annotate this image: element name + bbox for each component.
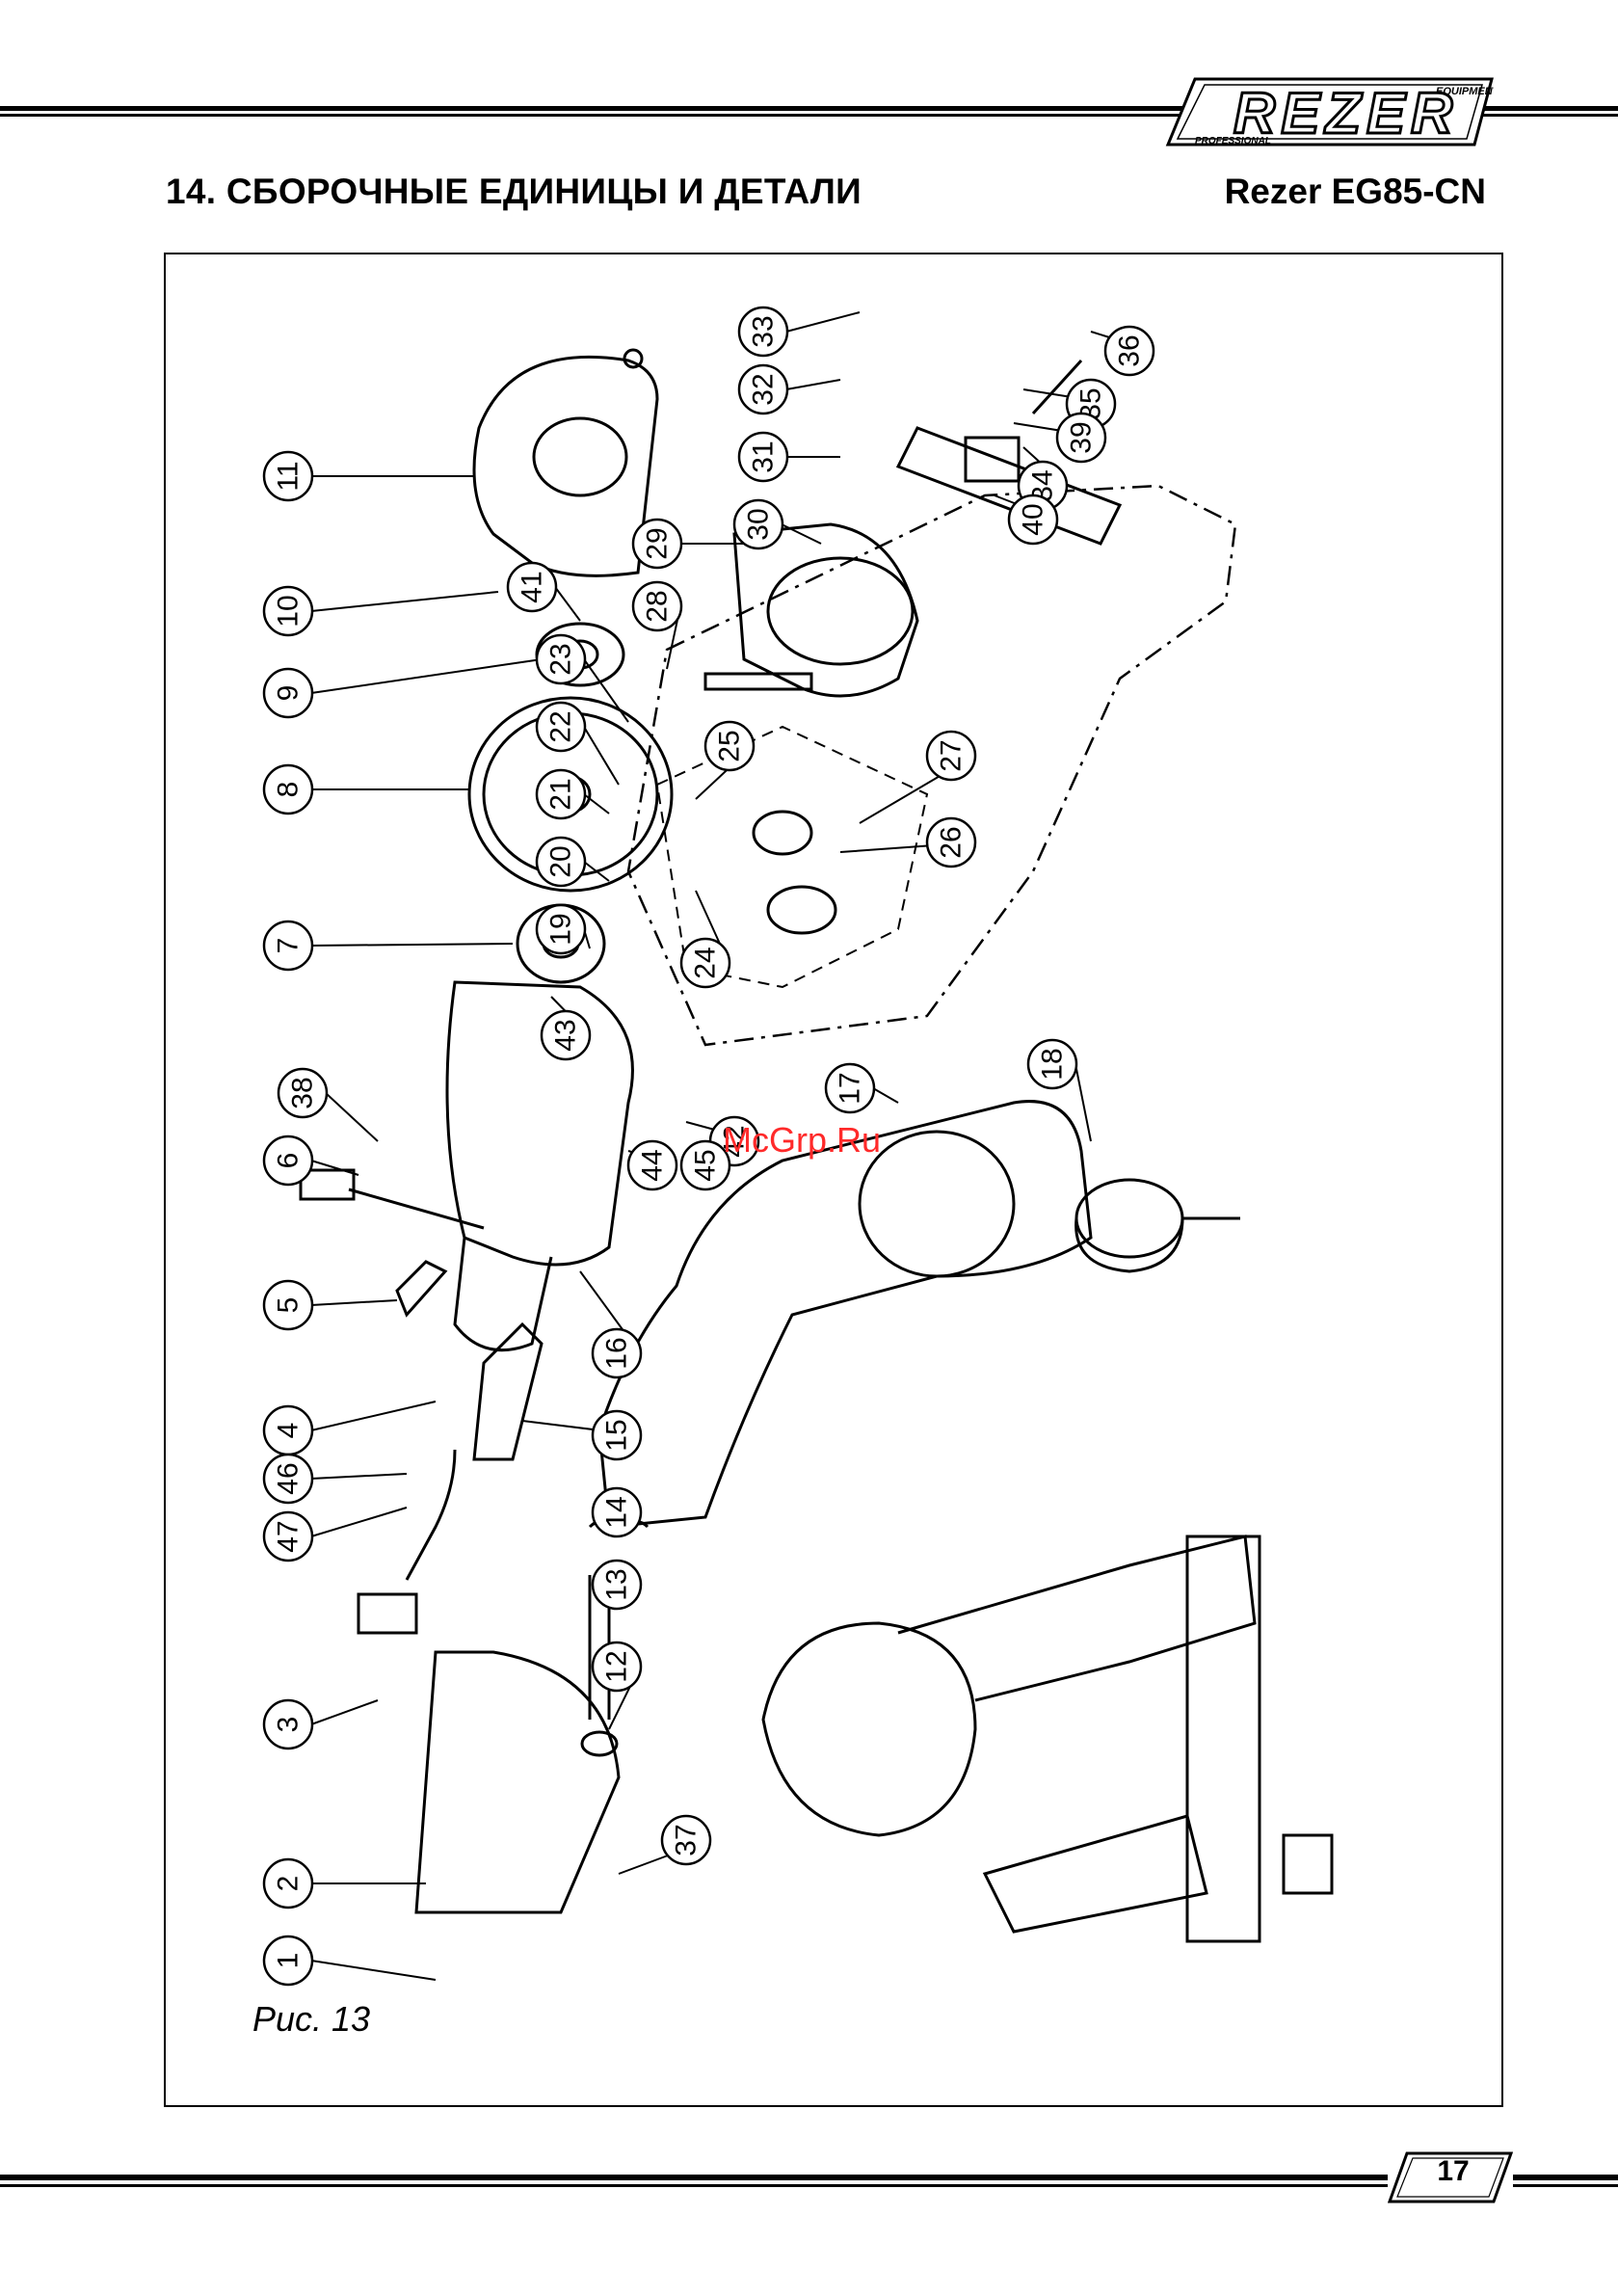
leader-line-4 — [311, 1402, 436, 1430]
part-number-46: 46 — [273, 1462, 305, 1494]
part-number-33: 33 — [748, 315, 780, 347]
part-number-20: 20 — [545, 845, 577, 877]
part-number-31: 31 — [748, 441, 780, 472]
leader-line-17 — [873, 1088, 898, 1103]
leader-line-5 — [311, 1300, 397, 1305]
page-number: 17 — [1424, 2155, 1482, 2188]
part-number-24: 24 — [690, 947, 722, 978]
leader-line-1 — [311, 1961, 436, 1980]
part-number-36: 36 — [1114, 334, 1146, 366]
part-number-21: 21 — [545, 778, 577, 810]
part-number-43: 43 — [550, 1019, 582, 1051]
exploded-diagram-frame: 1234567891011121314151617181920212223242… — [164, 253, 1503, 2107]
leader-line-18 — [1075, 1064, 1091, 1141]
leader-line-10 — [311, 592, 498, 611]
part-number-7: 7 — [273, 938, 305, 954]
part-number-47: 47 — [273, 1520, 305, 1552]
part-number-32: 32 — [748, 373, 780, 405]
leader-line-9 — [311, 659, 542, 693]
part-number-3: 3 — [273, 1717, 305, 1733]
part-number-9: 9 — [273, 685, 305, 702]
logo-bottom-text: PROFESSIONAL — [1195, 136, 1271, 147]
part-number-22: 22 — [545, 710, 577, 742]
part-number-25: 25 — [714, 730, 746, 761]
part-number-2: 2 — [273, 1876, 305, 1892]
model-name: Rezer EG85-CN — [1225, 172, 1486, 212]
bottom-rule — [0, 2175, 1618, 2190]
part-number-12: 12 — [601, 1650, 633, 1682]
part-number-18: 18 — [1037, 1048, 1069, 1080]
part-number-38: 38 — [287, 1077, 319, 1108]
leader-line-3 — [311, 1700, 378, 1724]
page-header: 14. СБОРОЧНЫЕ ЕДИНИЦЫ И ДЕТАЛИ Rezer EG8… — [166, 172, 1486, 220]
leader-line-46 — [311, 1474, 407, 1479]
part-number-6: 6 — [273, 1153, 305, 1169]
part-number-5: 5 — [273, 1297, 305, 1314]
part-number-44: 44 — [637, 1149, 669, 1181]
part-number-26: 26 — [936, 826, 968, 858]
part-number-11: 11 — [273, 461, 305, 491]
part-number-30: 30 — [743, 508, 775, 540]
leader-line-22 — [584, 727, 619, 785]
part-number-8: 8 — [273, 782, 305, 798]
part-number-37: 37 — [671, 1824, 703, 1855]
leader-line-7 — [311, 944, 513, 946]
part-number-28: 28 — [642, 590, 674, 622]
leader-line-33 — [786, 312, 860, 332]
part-number-39: 39 — [1066, 421, 1098, 453]
part-number-45: 45 — [690, 1149, 722, 1181]
watermark: McGrp.Ru — [723, 1120, 881, 1161]
part-number-27: 27 — [936, 739, 968, 771]
exploded-parts-diagram: 1234567891011121314151617181920212223242… — [166, 254, 1501, 2105]
part-number-19: 19 — [545, 913, 577, 945]
part-number-4: 4 — [273, 1423, 305, 1439]
section-title: 14. СБОРОЧНЫЕ ЕДИНИЦЫ И ДЕТАЛИ — [166, 172, 862, 212]
leader-line-20 — [584, 862, 609, 881]
part-number-13: 13 — [601, 1568, 633, 1600]
part-number-17: 17 — [835, 1072, 866, 1104]
leader-line-38 — [326, 1093, 378, 1141]
part-number-15: 15 — [601, 1419, 633, 1451]
part-number-10: 10 — [273, 595, 305, 627]
part-number-16: 16 — [601, 1337, 633, 1369]
leader-line-32 — [786, 380, 840, 389]
part-number-23: 23 — [545, 643, 577, 675]
leader-line-23 — [584, 659, 628, 722]
part-number-1: 1 — [273, 1953, 305, 1969]
part-number-29: 29 — [642, 527, 674, 559]
figure-caption: Рис. 13 — [252, 1999, 370, 2040]
brand-logo: EQUIPMENT REZER PROFESSIONAL — [1156, 67, 1494, 156]
leader-line-6 — [311, 1161, 358, 1175]
part-number-14: 14 — [601, 1496, 633, 1528]
leader-line-41 — [555, 587, 580, 621]
part-number-40: 40 — [1018, 503, 1049, 535]
leader-line-47 — [311, 1508, 407, 1536]
part-number-41: 41 — [517, 571, 548, 602]
